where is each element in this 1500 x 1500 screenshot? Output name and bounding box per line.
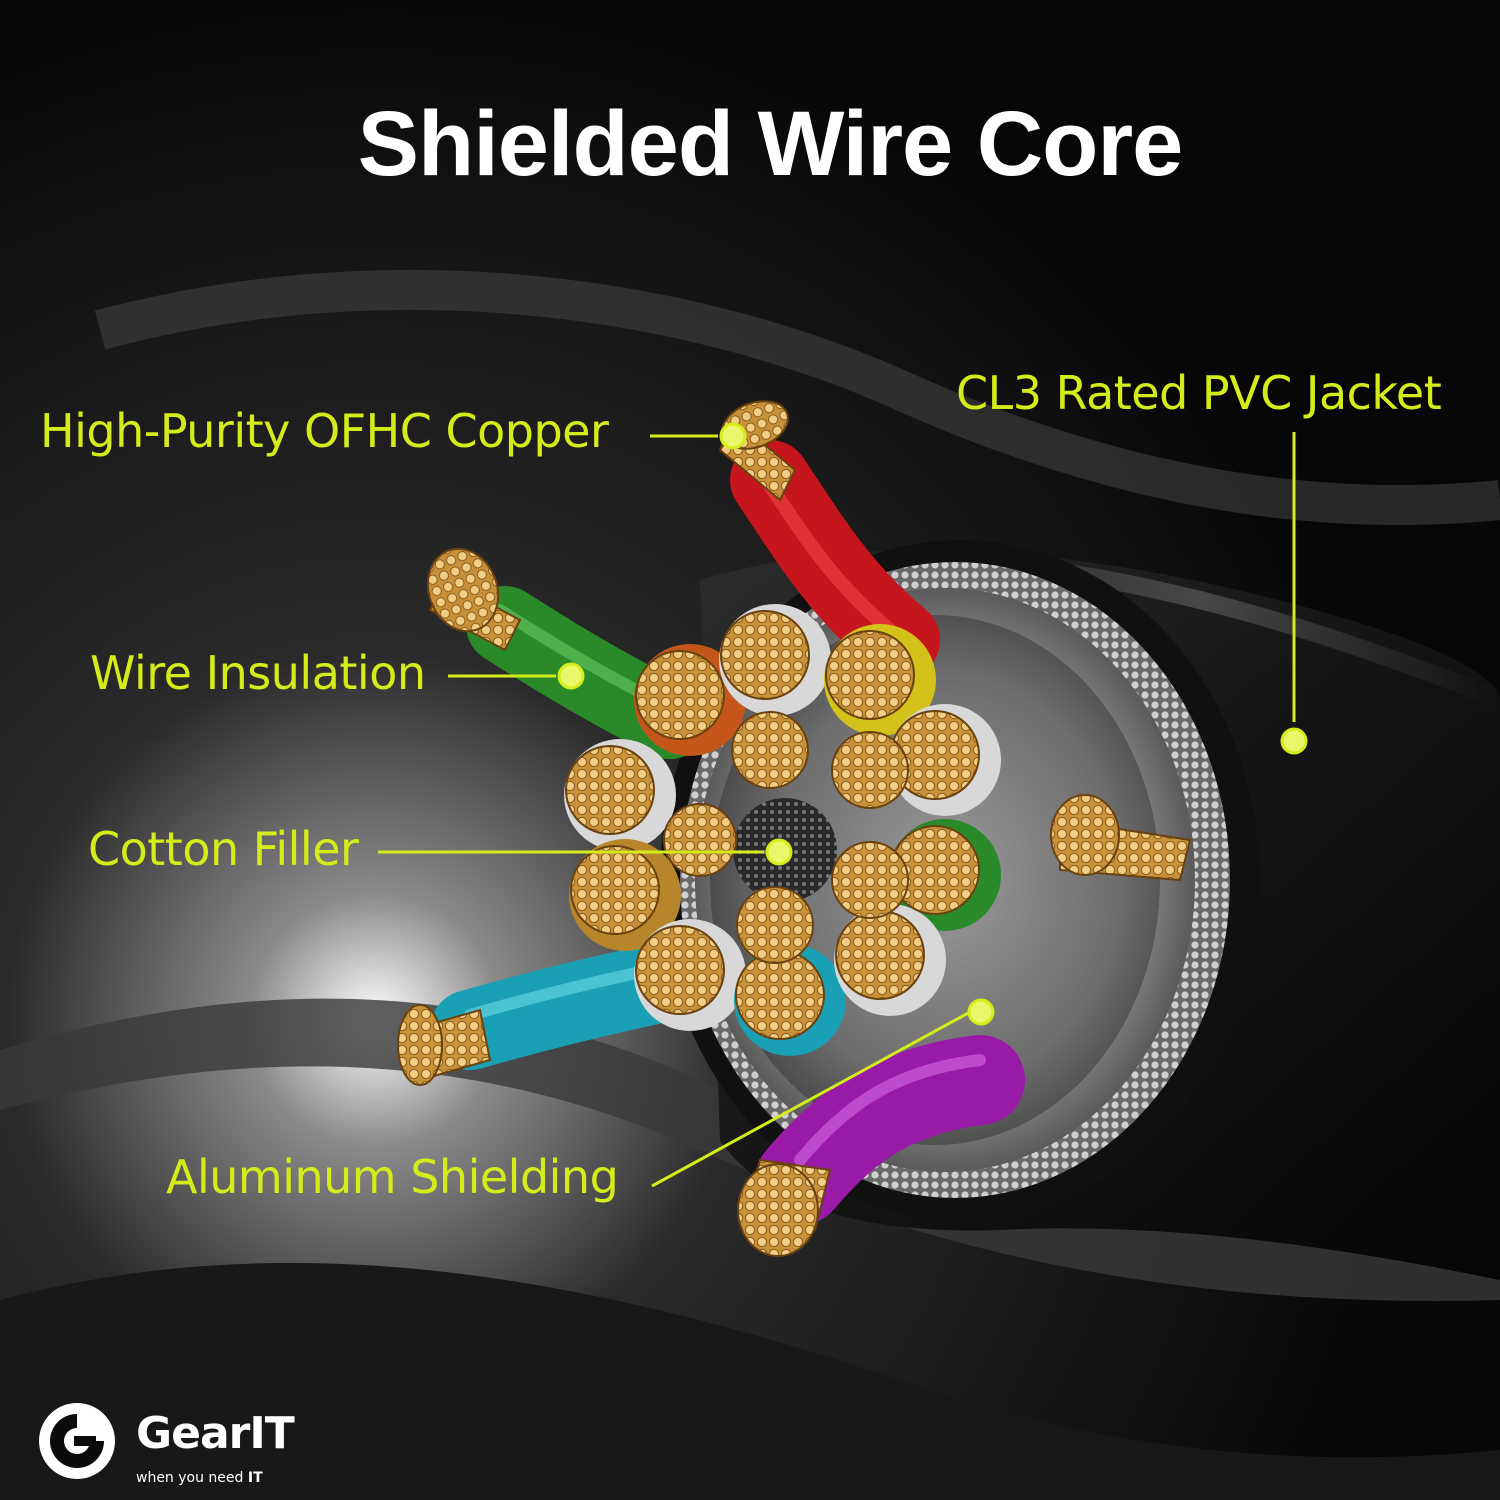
marker-aluminum (967, 998, 995, 1026)
label-wire-insulation: Wire Insulation (90, 646, 426, 700)
marker-insulation (557, 662, 585, 690)
label-pvc-jacket: CL3 Rated PVC Jacket (956, 366, 1442, 420)
marker-jacket (1280, 727, 1308, 755)
inner-conductors (564, 604, 1001, 1056)
label-aluminum-shielding: Aluminum Shielding (166, 1150, 619, 1204)
label-cotton-filler: Cotton Filler (88, 822, 359, 876)
brand-name: GearIT (136, 1408, 295, 1459)
callout-leaders (378, 432, 1296, 1188)
brand-tagline: when you need IT (136, 1470, 263, 1486)
label-copper: High-Purity OFHC Copper (40, 404, 609, 458)
marker-copper (719, 422, 747, 450)
brand-logo: GearIT when you need IT (36, 1400, 356, 1490)
marker-cotton (765, 838, 793, 866)
page-title: Shielded Wire Core (357, 93, 1184, 195)
gearit-logo-icon (39, 1403, 115, 1479)
